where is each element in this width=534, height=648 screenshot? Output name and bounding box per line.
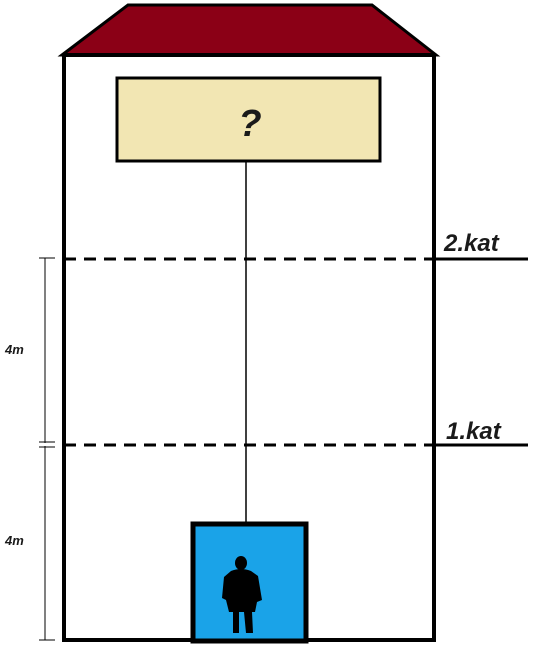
dimension-lower-label: 4m — [4, 533, 24, 548]
floor-2-label: 2.kat — [443, 230, 500, 257]
pulley-box-label: ? — [238, 103, 261, 145]
pulley-box — [115, 76, 382, 163]
dimension-lower — [39, 446, 55, 641]
roof — [57, 3, 441, 57]
floor-1-label: 1.kat — [446, 418, 502, 445]
person-silhouette-icon — [222, 556, 262, 633]
dimension-upper-label: 4m — [4, 342, 24, 357]
dimension-upper — [39, 257, 55, 443]
